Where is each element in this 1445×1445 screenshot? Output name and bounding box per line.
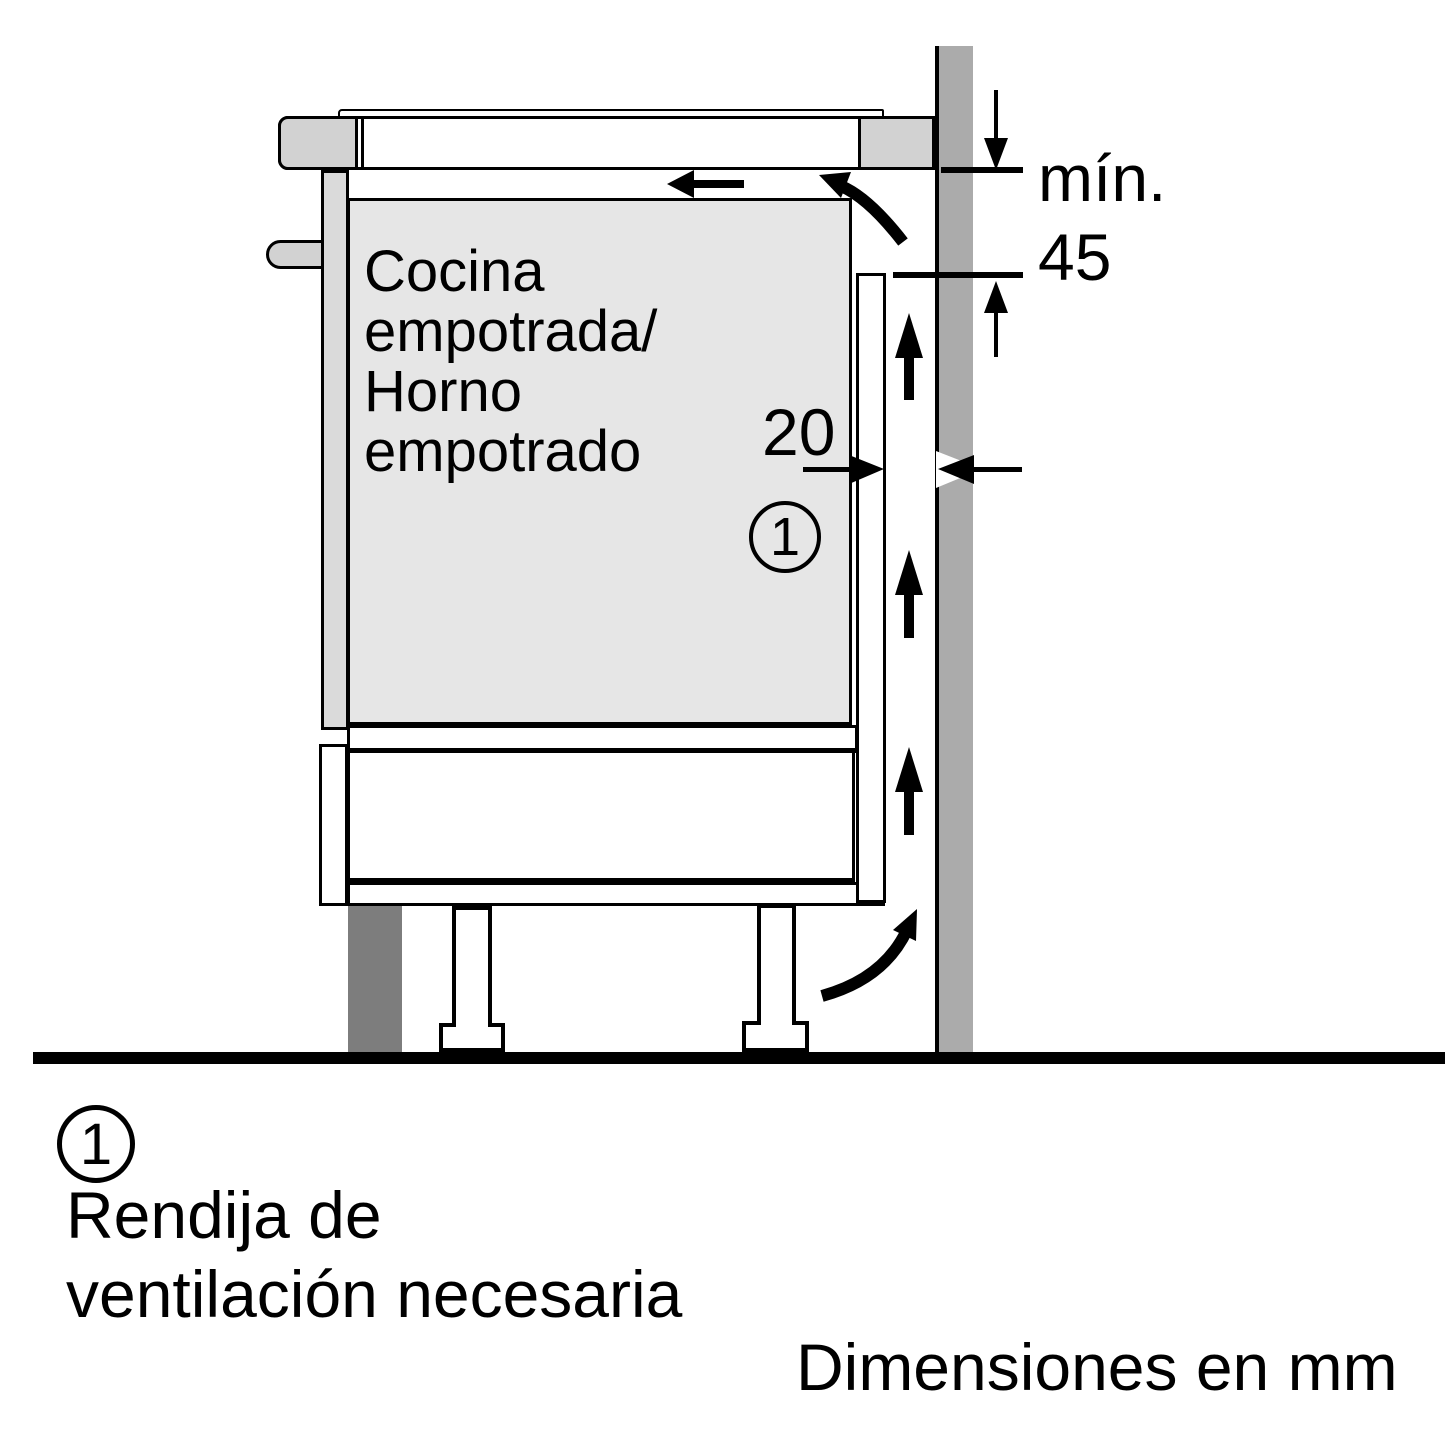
oven-label-line-2: empotrada/	[364, 299, 658, 364]
dim-min45-down-arrow	[984, 90, 1008, 170]
cabinet-leg-front	[452, 906, 492, 1027]
oven-label-line-4: empotrado	[364, 419, 642, 484]
airflow-up-arrow-1	[895, 313, 923, 400]
airflow-left-arrow	[667, 170, 744, 198]
plinth-block	[348, 906, 402, 1052]
dim-min-label: mín.	[1038, 141, 1167, 215]
units-note: Dimensiones en mm	[796, 1330, 1398, 1404]
legend-1-circle: 1	[57, 1105, 135, 1183]
drawer-front	[319, 744, 348, 906]
drawer-compartment	[347, 753, 855, 882]
wall	[935, 46, 973, 1052]
callout-1-circle: 1	[749, 501, 821, 573]
dim-min45-up-arrow	[984, 281, 1008, 357]
floor-line	[33, 1052, 1445, 1064]
cabinet-bottom-panel	[347, 882, 885, 906]
legend-text-line-1: Rendija de	[66, 1178, 382, 1252]
callout-1-number: 1	[769, 507, 801, 567]
oven-label-line-1: Cocina	[364, 239, 545, 304]
legend-text-line-2: ventilación necesaria	[66, 1257, 683, 1331]
airflow-up-arrow-3	[895, 747, 923, 835]
built-in-oven-box	[347, 198, 852, 725]
cabinet-leg-rear-foot	[742, 1021, 809, 1052]
dim-20-label: 20	[762, 395, 836, 469]
legend-1-number: 1	[79, 1111, 113, 1177]
oven-door-handle	[266, 240, 324, 269]
worktop-left-edge	[278, 116, 358, 170]
cabinet-leg-front-foot	[439, 1023, 505, 1052]
cabinet-leg-rear	[757, 904, 796, 1025]
worktop-right-edge	[858, 116, 935, 170]
oven-door	[321, 170, 349, 730]
oven-label: Cocina empotrada/ Horno empotrado	[364, 242, 657, 482]
cabinet-shelf	[347, 725, 858, 753]
dim-tick-bottom	[893, 272, 1023, 278]
dim-45-label: 45	[1038, 220, 1112, 294]
airflow-curve-bottom-arrow	[820, 909, 917, 1002]
airflow-up-arrow-2	[895, 550, 923, 638]
hob-glass-top	[338, 109, 884, 118]
hob-left-edge-line	[361, 119, 364, 167]
oven-label-line-3: Horno	[364, 359, 522, 424]
dim-tick-top	[941, 167, 1023, 173]
cabinet-back-panel	[856, 273, 886, 903]
worktop	[278, 116, 935, 170]
